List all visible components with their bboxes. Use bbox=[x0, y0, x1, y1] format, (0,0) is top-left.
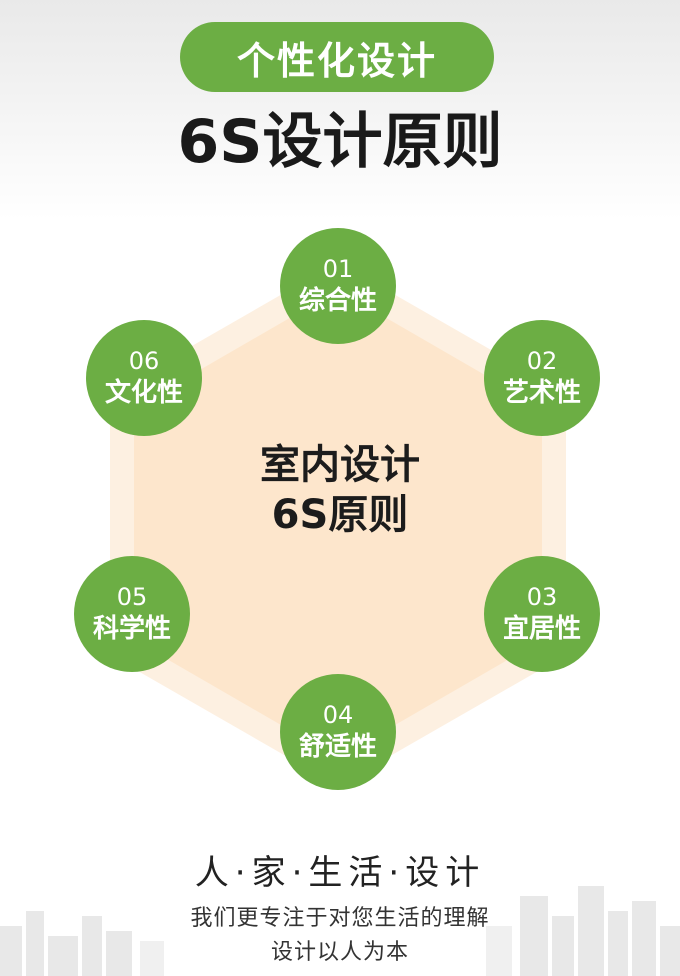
principle-number: 01 bbox=[322, 255, 354, 283]
principle-number: 05 bbox=[116, 583, 148, 611]
principle-number: 03 bbox=[526, 583, 558, 611]
center-label: 室内设计 6S原则 bbox=[190, 440, 490, 540]
principle-number: 06 bbox=[128, 347, 160, 375]
principle-node-06: 06 文化性 bbox=[86, 320, 202, 436]
page-title: 6S设计原则 bbox=[177, 107, 503, 177]
principle-number: 04 bbox=[322, 701, 354, 729]
principle-label: 艺术性 bbox=[502, 378, 581, 408]
hexagon-core bbox=[134, 290, 542, 758]
principle-node-01: 01 综合性 bbox=[280, 228, 396, 344]
footer-tagline-2: 设计以人为本 bbox=[270, 940, 409, 965]
header-pill: 个性化设计 bbox=[180, 22, 494, 92]
principle-label: 舒适性 bbox=[298, 732, 377, 762]
principle-number: 02 bbox=[526, 347, 558, 375]
principle-node-03: 03 宜居性 bbox=[484, 556, 600, 672]
principle-label: 文化性 bbox=[104, 378, 183, 408]
principle-node-04: 04 舒适性 bbox=[280, 674, 396, 790]
pill-label: 个性化设计 bbox=[236, 38, 437, 83]
principle-node-05: 05 科学性 bbox=[74, 556, 190, 672]
footer-title: 人·家·生活·设计 bbox=[194, 853, 486, 893]
center-line-2: 6S原则 bbox=[271, 492, 409, 538]
principle-label: 科学性 bbox=[92, 614, 171, 644]
center-line-1: 室内设计 bbox=[260, 442, 420, 488]
principle-label: 宜居性 bbox=[502, 614, 581, 644]
principle-node-02: 02 艺术性 bbox=[484, 320, 600, 436]
footer-tagline-1: 我们更专注于对您生活的理解 bbox=[190, 906, 490, 931]
principle-label: 综合性 bbox=[298, 286, 377, 316]
city-skyline-graphic bbox=[0, 886, 680, 976]
